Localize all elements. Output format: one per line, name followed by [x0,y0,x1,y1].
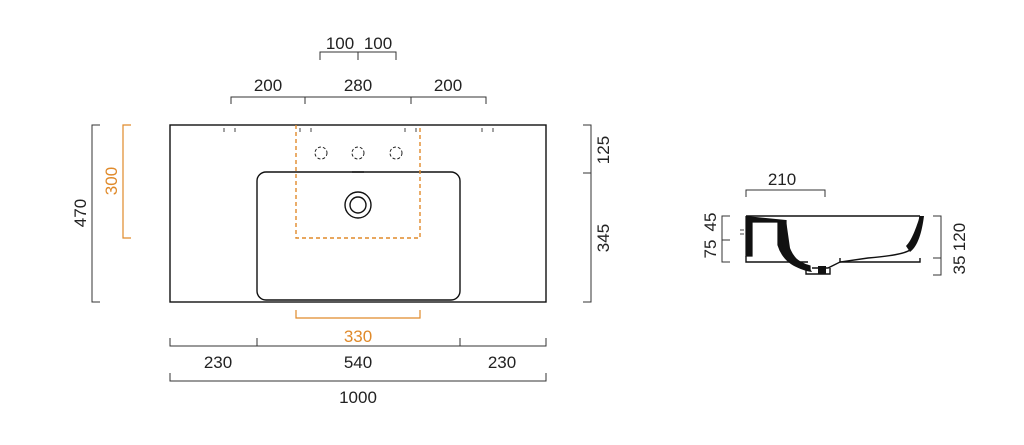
dim-top-chain: 200 280 200 [230,76,487,104]
tap-hole-center [351,146,365,160]
dim-right-chain: 125 345 [583,124,613,303]
top-right-gap-label: 200 [434,76,462,95]
dim-tap-spacing: 100 100 [319,34,397,60]
tap-spacing-left-label: 100 [326,34,354,53]
dim-side-right: 120 35 [933,215,969,276]
dim-bottom-chain: 230 540 230 [169,338,547,372]
bottom-left-label: 230 [204,353,232,372]
top-center-label: 280 [344,76,372,95]
dim-overall-width: 1000 [169,373,547,407]
basin-bowl [256,171,461,301]
top-view: 100 100 200 280 200 470 300 125 345 [71,34,613,407]
drain-icon [344,191,372,219]
orange-height-label: 300 [102,167,121,195]
side-right-upper-label: 120 [950,223,969,251]
orange-width-label: 330 [344,327,372,346]
bracket-marks [223,128,494,132]
right-upper-label: 125 [594,136,613,164]
dim-side-left: 45 75 [701,213,730,263]
side-left-lower-label: 75 [701,240,720,259]
dim-depth: 210 [745,170,826,197]
overall-width-label: 1000 [339,388,377,407]
side-left-upper-label: 45 [701,213,720,232]
tap-hole-right [389,146,403,160]
tap-spacing-right-label: 100 [364,34,392,53]
dim-orange-height: 300 [102,124,131,239]
dim-overall-height: 470 [71,124,100,303]
bottom-right-label: 230 [488,353,516,372]
top-left-gap-label: 200 [254,76,282,95]
overall-height-label: 470 [71,199,90,227]
right-lower-label: 345 [594,224,613,252]
side-view: 210 45 75 [701,170,969,276]
tap-hole-left [314,146,328,160]
countertop-outline [169,124,547,303]
tap-area-dashed [295,125,421,239]
basin-section-profile [740,215,924,275]
dim-orange-width: 330 [295,310,421,346]
depth-label: 210 [768,170,796,189]
side-right-lower-label: 35 [950,256,969,275]
bottom-center-label: 540 [344,353,372,372]
